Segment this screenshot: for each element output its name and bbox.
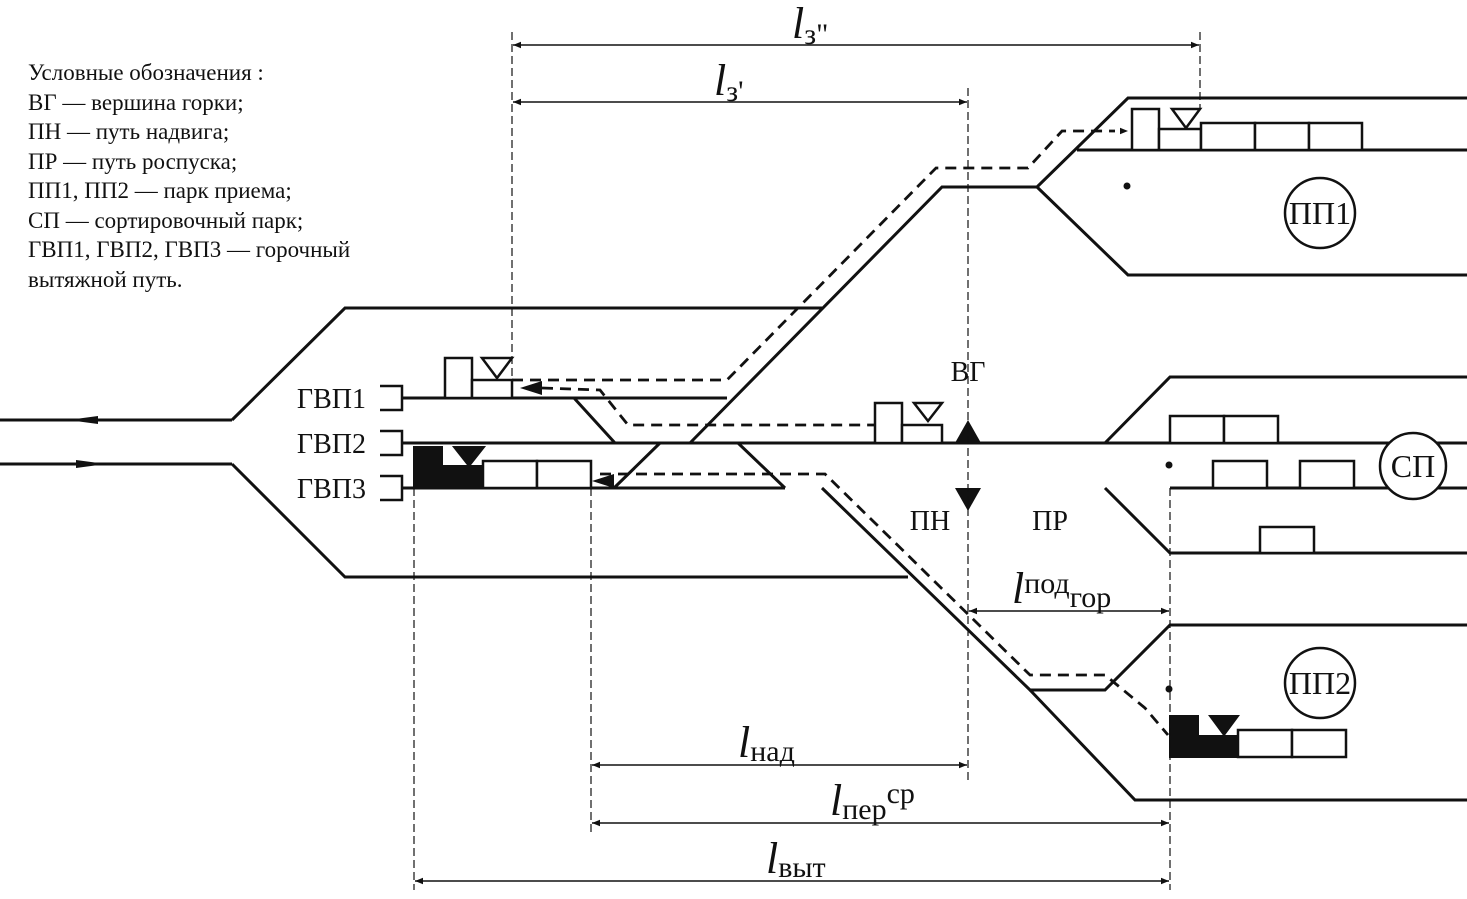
dim-sub: з'	[726, 75, 743, 108]
dim-main: l	[738, 718, 750, 767]
dim-label-lz1: lз'	[714, 56, 744, 108]
dim-main: l	[830, 776, 842, 825]
track-pp1-fan	[1035, 185, 1467, 277]
dim-label-lper: lперср	[830, 776, 915, 826]
marker-dot	[1165, 461, 1173, 469]
locomotive-body	[470, 378, 514, 400]
route-arrowhead	[520, 381, 542, 395]
track-end-stops	[380, 384, 404, 502]
locomotive-body	[1157, 127, 1203, 152]
legend-item: вытяжной путь.	[28, 266, 183, 292]
locomotive-triangle	[1208, 715, 1240, 737]
legend-item: ПН — путь надвига;	[28, 119, 230, 144]
dim-main: l	[792, 0, 804, 48]
track-pp2-lower	[1028, 688, 1467, 802]
dim-sub: над	[750, 735, 795, 768]
route-arrowhead	[592, 474, 614, 488]
extension-lines	[413, 32, 1201, 890]
end-stop-gvp1	[380, 384, 404, 412]
legend-item: ПР — путь роспуска;	[28, 148, 238, 174]
track-to-pp2	[820, 486, 1467, 692]
wagon	[1307, 121, 1364, 152]
track-lines	[0, 96, 1467, 802]
legend-title: Условные обозначения :	[28, 60, 264, 85]
marker-dot	[1165, 685, 1173, 693]
dim-sup: ср	[887, 777, 915, 810]
locomotives-dark	[413, 446, 1240, 758]
wagon	[535, 459, 593, 490]
wagon	[1168, 414, 1226, 445]
wagon	[1298, 459, 1356, 490]
track-label-gvp3: ГВП3	[297, 474, 366, 505]
legend-item: СП — сортировочный парк;	[28, 207, 304, 233]
dimension-lines	[415, 41, 1199, 885]
park-label-pp2: ПП2	[1289, 665, 1351, 701]
wagon	[481, 459, 539, 490]
route-gvp1-to-pp1	[512, 129, 1115, 382]
wagon	[1236, 728, 1294, 759]
park-circle-pp2	[1283, 646, 1357, 720]
lower-loop-track	[230, 462, 908, 579]
wagon	[1211, 459, 1269, 490]
park-circle-pp1	[1283, 176, 1357, 250]
locomotive-triangle	[479, 356, 515, 381]
legend-item: ПП1, ПП2 — парк приема;	[28, 178, 292, 203]
legend-item: ГВП1, ГВП2, ГВП3 — горочный	[28, 237, 351, 262]
legend: Условные обозначения : ВГ — вершина горк…	[28, 58, 350, 294]
crossover	[736, 441, 787, 490]
locomotive-cab	[1130, 107, 1161, 152]
dim-main: l	[766, 834, 778, 883]
dim-sub: з"	[804, 18, 828, 51]
marker-dot	[1123, 182, 1131, 190]
dim-sup: под	[1024, 567, 1069, 600]
park-label-pp1: ПП1	[1289, 195, 1351, 231]
wagon	[1253, 121, 1311, 152]
park-circles	[1283, 176, 1448, 720]
dim-main: l	[1012, 564, 1024, 613]
route-gvp2-return	[541, 386, 875, 427]
legend-item: ВГ — вершина горки;	[28, 89, 244, 115]
dim-label-lpodgor: lподгор	[1012, 564, 1111, 614]
locomotive-cab	[873, 401, 904, 445]
label-pr: ПР	[1032, 506, 1068, 537]
dim-sub: гор	[1070, 581, 1112, 614]
track-sp-upper	[1103, 375, 1467, 445]
end-stop-gvp2	[380, 429, 404, 457]
park-label-sp: СП	[1391, 448, 1435, 484]
locomotive-triangle	[1169, 107, 1203, 131]
wagon	[1199, 121, 1257, 152]
locomotive-cab	[443, 356, 474, 400]
rolling-stock	[443, 107, 1364, 759]
label-pn: ПН	[910, 506, 950, 537]
wagon	[1258, 525, 1316, 555]
wagon	[1290, 728, 1348, 759]
locomotive-body	[900, 423, 944, 445]
dim-label-lz2: lз"	[792, 0, 828, 51]
locomotive-triangle	[451, 446, 487, 468]
dim-sub: выт	[778, 851, 825, 884]
track-label-gvp1: ГВП1	[297, 384, 366, 415]
dim-sub: пер	[842, 793, 886, 826]
crossover	[612, 441, 662, 490]
track-label-gvp2: ГВП2	[297, 429, 366, 460]
dim-label-lvyt: lвыт	[766, 834, 826, 884]
wagon	[1222, 414, 1280, 445]
movement-routes	[512, 129, 1170, 736]
route-gvp3-to-pp2	[600, 472, 1170, 736]
locomotive-triangle	[911, 401, 945, 424]
crossover	[572, 396, 617, 445]
dim-main: l	[714, 56, 726, 105]
dim-label-lnad: lнад	[738, 718, 795, 768]
upper-loop-track	[230, 306, 822, 422]
end-stop-gvp3	[380, 474, 404, 502]
park-circle-sp	[1378, 431, 1448, 501]
